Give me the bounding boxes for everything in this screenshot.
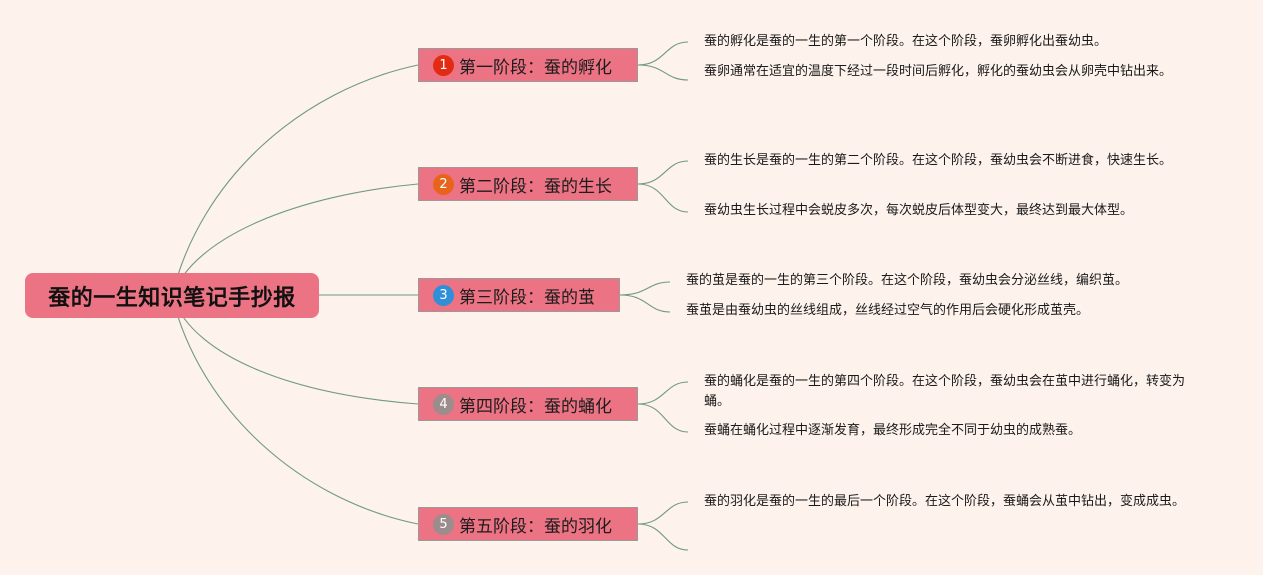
branch-label: 第二阶段：蚕的生长 <box>459 176 612 197</box>
number-badge-icon: 1 <box>433 54 454 76</box>
branch-stage-1[interactable]: 1 第一阶段：蚕的孵化 <box>418 48 638 82</box>
root-to-branch-1 <box>171 64 419 297</box>
number-badge-icon: 3 <box>433 284 454 306</box>
stage-4-note-1[interactable]: 蚕的蛹化是蚕的一生的第四个阶段。在这个阶段，蚕幼虫会在茧中进行蛹化，转变为蛹。 <box>704 374 1186 409</box>
number-badge-icon: 4 <box>433 393 454 415</box>
branch-2-to-note-1 <box>637 160 689 185</box>
number-badge-icon: 2 <box>433 173 454 195</box>
branch-label: 第一阶段：蚕的孵化 <box>459 57 612 78</box>
stage-2-note-1[interactable]: 蚕的生长是蚕的一生的第二个阶段。在这个阶段，蚕幼虫会不断进食，快速生长。 <box>704 153 1173 168</box>
root-to-branch-4 <box>171 295 419 405</box>
root-title: 蚕的一生知识笔记手抄报 <box>48 285 296 311</box>
branch-5-to-note-1 <box>637 501 689 525</box>
branch-1-to-note-1 <box>637 41 689 66</box>
branch-3-to-note-2 <box>619 294 671 313</box>
root-topic[interactable]: 蚕的一生知识笔记手抄报 <box>25 273 319 318</box>
branch-label: 第五阶段：蚕的羽化 <box>459 516 612 537</box>
stage-3-note-1[interactable]: 蚕的茧是蚕的一生的第三个阶段。在这个阶段，蚕幼虫会分泌丝线，编织茧。 <box>686 273 1129 288</box>
branch-4-to-note-2 <box>637 403 689 433</box>
stage-5-note-1[interactable]: 蚕的羽化是蚕的一生的最后一个阶段。在这个阶段，蚕蛹会从茧中钻出，变成成虫。 <box>704 494 1186 509</box>
stage-1-note-1[interactable]: 蚕的孵化是蚕的一生的第一个阶段。在这个阶段，蚕卵孵化出蚕幼虫。 <box>704 34 1108 49</box>
branch-stage-3[interactable]: 3 第三阶段：蚕的茧 <box>418 278 620 312</box>
stage-4-note-2[interactable]: 蚕蛹在蛹化过程中逐渐发育，最终形成完全不同于幼虫的成熟蚕。 <box>704 423 1082 438</box>
branch-2-to-note-2 <box>637 183 689 213</box>
root-to-branch-5 <box>171 295 419 525</box>
branch-label: 第四阶段：蚕的蛹化 <box>459 396 612 417</box>
branch-4-to-note-1 <box>637 381 689 405</box>
branch-3-to-note-1 <box>619 281 671 296</box>
stage-3-note-2[interactable]: 蚕茧是由蚕幼虫的丝线组成，丝线经过空气的作用后会硬化形成茧壳。 <box>686 303 1090 318</box>
branch-5-to-note-2 <box>637 523 689 551</box>
stage-2-note-2[interactable]: 蚕幼虫生长过程中会蜕皮多次，每次蜕皮后体型变大，最终达到最大体型。 <box>704 203 1134 218</box>
branch-label: 第三阶段：蚕的茧 <box>459 287 595 308</box>
stage-1-note-2[interactable]: 蚕卵通常在适宜的温度下经过一段时间后孵化，孵化的蚕幼虫会从卵壳中钻出来。 <box>704 64 1173 79</box>
branch-stage-5[interactable]: 5 第五阶段：蚕的羽化 <box>418 507 638 541</box>
number-badge-icon: 5 <box>433 513 454 535</box>
branch-stage-2[interactable]: 2 第二阶段：蚕的生长 <box>418 167 638 201</box>
branch-1-to-note-2 <box>637 64 689 81</box>
branch-stage-4[interactable]: 4 第四阶段：蚕的蛹化 <box>418 387 638 421</box>
